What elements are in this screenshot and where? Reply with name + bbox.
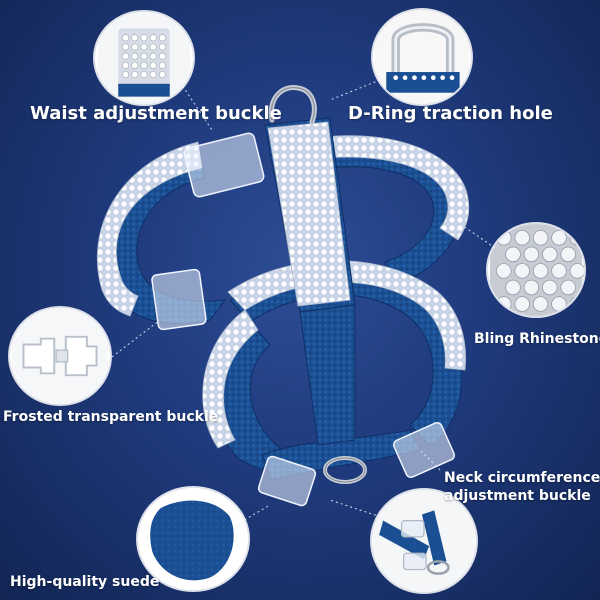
buckle-icon — [12, 308, 108, 404]
label-neck-line1: Neck circumference — [444, 470, 600, 486]
bottom-ring — [323, 456, 367, 484]
suede-texture-icon — [142, 488, 244, 590]
neck-strap — [202, 260, 466, 481]
frosted-buckle-inset — [10, 308, 110, 404]
rhinestone-strap-inset — [95, 12, 193, 104]
top-d-ring — [268, 85, 317, 125]
rhinestone-closeup-icon — [490, 224, 584, 316]
d-ring-inset — [373, 10, 471, 104]
rhinestone-strap-icon — [98, 12, 190, 104]
neck-buckle-inset — [372, 490, 476, 592]
label-neck-line2: adjustment buckle — [444, 488, 591, 504]
clear-buckles — [151, 132, 456, 507]
label-suede: High-quality suede — [10, 574, 160, 590]
label-waist-buckle: Waist adjustment buckle — [30, 103, 282, 124]
rhinestone-closeup-inset — [488, 224, 584, 316]
neck-buckle-icon — [373, 490, 475, 592]
label-frosted-buckle: Frosted transparent buckle — [3, 409, 219, 425]
d-ring-icon — [375, 10, 469, 104]
center-strap — [264, 117, 356, 446]
suede-inset — [138, 488, 248, 590]
label-bling-rhinestone: Bling Rhinestone — [474, 331, 600, 347]
label-d-ring: D-Ring traction hole — [348, 103, 553, 124]
